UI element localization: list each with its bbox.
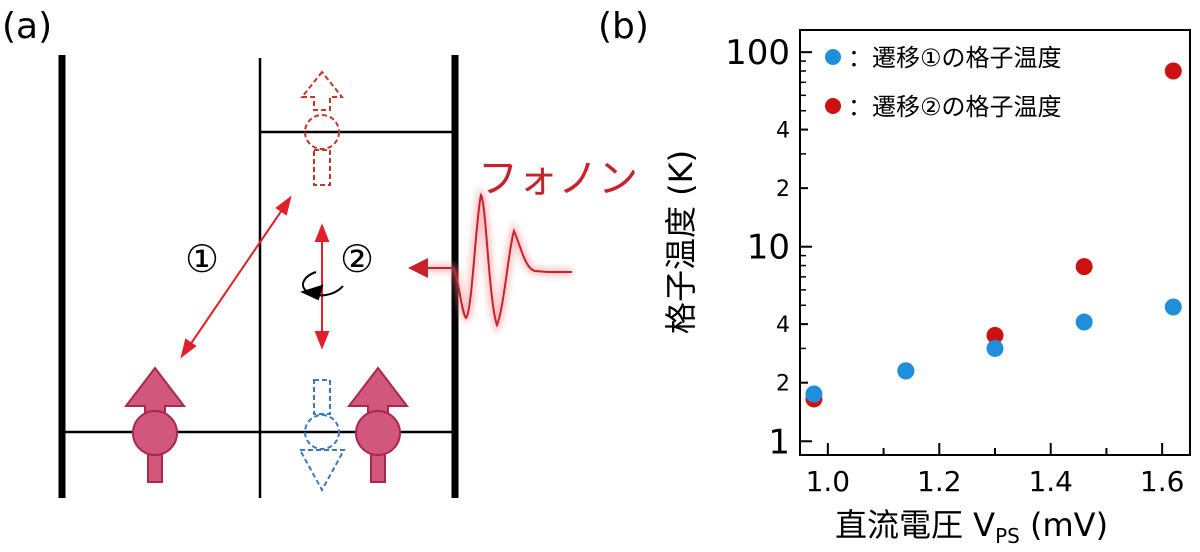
y-tick-label: 2 <box>776 372 790 397</box>
x-tick-labels: 1.0 1.2 1.4 1.6 <box>806 465 1185 498</box>
x-axis-label-main: 直流電圧 V <box>835 506 995 544</box>
data-points <box>805 62 1182 408</box>
data-point-series-1 <box>1164 298 1182 316</box>
data-point-series-1 <box>897 362 915 380</box>
x-tick-label: 1.2 <box>917 465 962 498</box>
panel-a: (a) <box>2 6 638 498</box>
transition-2-label: ② <box>340 237 374 281</box>
y-tick-label: 4 <box>776 119 790 144</box>
legend-label-series-1: ：遷移①の格子温度 <box>848 44 1062 72</box>
y-tick-label: 2 <box>776 177 790 202</box>
data-point-series-2 <box>1075 258 1093 276</box>
chart: 1 2 4 10 2 4 100 1.0 1.2 1.4 1.6 ：遷移①の格子温度 ：遷移②の格… <box>662 29 1191 548</box>
legend-marker-series-1 <box>825 49 841 65</box>
data-point-series-1 <box>986 339 1004 357</box>
legend-marker-series-2 <box>825 98 841 114</box>
spin-up-icon <box>123 366 187 483</box>
y-tick-label: 10 <box>747 228 790 268</box>
x-axis-label-sub: PS <box>995 524 1020 548</box>
axis-ticks <box>800 51 1164 455</box>
panel-b: (b) 1 2 4 10 2 4 100 1.0 1.2 1.4 1.6 ：遷移①の格子温度 ：遷… <box>598 6 1191 548</box>
data-point-series-2 <box>1164 62 1182 80</box>
x-tick-label: 1.4 <box>1028 465 1073 498</box>
ghost-spin-blue-icon <box>298 379 346 493</box>
ghost-spin-red-icon <box>299 70 345 186</box>
x-axis-label-unit: (mV) <box>1020 506 1108 544</box>
y-tick-label: 1 <box>768 422 790 462</box>
x-tick-label: 1.0 <box>806 465 851 498</box>
phonon-label: フォノン <box>478 156 638 202</box>
rotation-curl-icon <box>300 271 344 301</box>
x-axis-label: 直流電圧 VPS (mV) <box>835 506 1108 548</box>
panel-a-label: (a) <box>2 6 52 47</box>
legend-label-series-2: ：遷移②の格子温度 <box>848 93 1062 121</box>
data-point-series-1 <box>805 385 823 403</box>
transition-1-label: ① <box>185 237 219 281</box>
phonon-wave-icon <box>408 186 572 335</box>
spin-up-icon <box>346 366 410 483</box>
y-axis-label: 格子温度 (K) <box>662 150 700 334</box>
legend: ：遷移①の格子温度 ：遷移②の格子温度 <box>825 44 1062 121</box>
y-tick-label: 100 <box>725 33 790 73</box>
data-point-series-1 <box>1075 313 1093 331</box>
transition-1-arrow <box>180 195 292 359</box>
y-tick-labels: 1 2 4 10 2 4 100 <box>725 33 790 462</box>
panel-b-label: (b) <box>598 6 649 47</box>
x-tick-label: 1.6 <box>1140 465 1185 498</box>
data-point-series-2 <box>986 326 1004 344</box>
y-tick-label: 4 <box>776 313 790 338</box>
